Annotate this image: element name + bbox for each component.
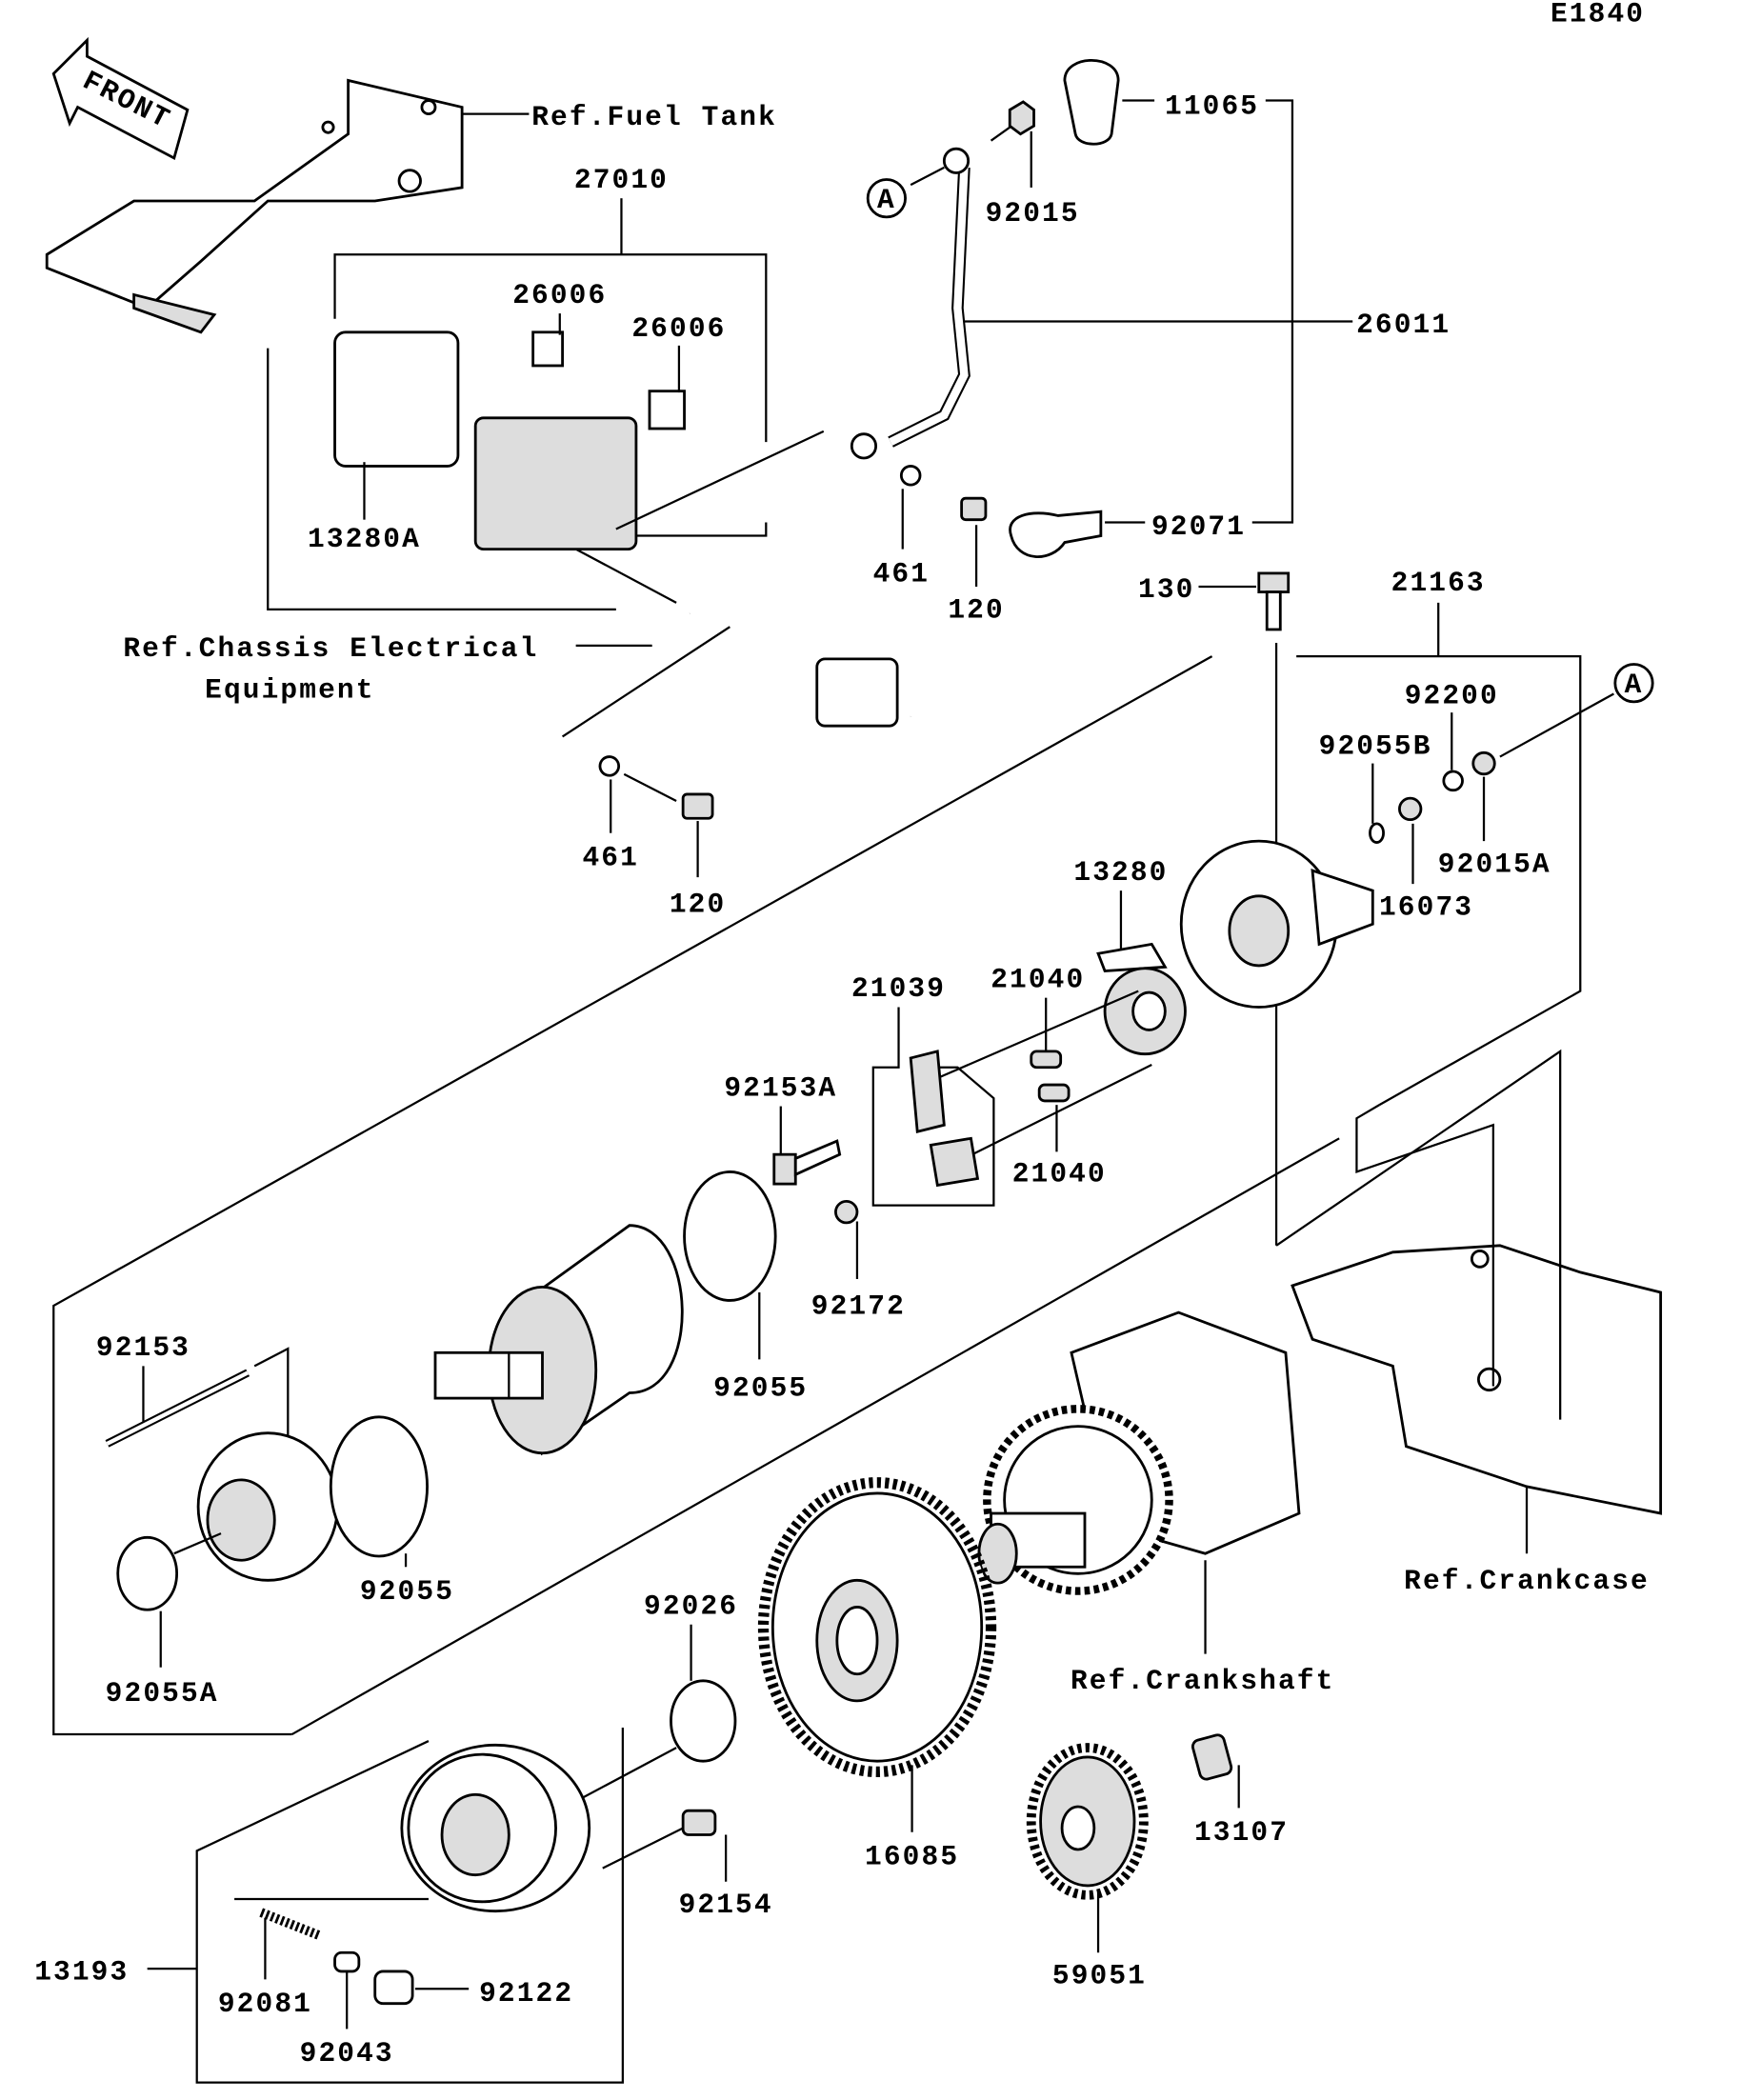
ref-chassis-equipment: Equipment <box>205 674 374 707</box>
part-21039: 21039 <box>851 972 946 1005</box>
part-13280A: 13280A <box>308 523 421 555</box>
part-92055A: 92055A <box>106 1677 219 1710</box>
part-92153: 92153 <box>96 1331 190 1364</box>
part-92122: 92122 <box>479 1977 573 2010</box>
part-11065: 11065 <box>1165 90 1259 123</box>
ref-chassis-electrical: Ref.Chassis Electrical <box>123 632 538 665</box>
fuse <box>648 390 686 430</box>
part-13280: 13280 <box>1073 856 1168 889</box>
part-21040: 21040 <box>1012 1157 1107 1190</box>
part-13193: 13193 <box>34 1955 129 1988</box>
part-16073: 16073 <box>1379 890 1473 923</box>
ref-fuel-tank: Ref.Fuel Tank <box>531 101 777 133</box>
part-26006: 26006 <box>512 279 607 311</box>
starter-relay <box>473 416 638 551</box>
o-ring <box>329 1415 429 1558</box>
part-92071: 92071 <box>1151 510 1246 543</box>
part-27010: 27010 <box>574 164 669 196</box>
part-461: 461 <box>582 841 638 873</box>
part-92081: 92081 <box>218 1988 312 2020</box>
part-21163: 21163 <box>1391 567 1486 599</box>
part-92015: 92015 <box>986 197 1080 230</box>
part-92153A: 92153A <box>724 1071 837 1104</box>
part-92026: 92026 <box>644 1590 738 1622</box>
part-92154: 92154 <box>679 1889 773 1921</box>
callout-a-label: A <box>1625 669 1644 701</box>
part-92043: 92043 <box>300 2037 394 2070</box>
part-130: 130 <box>1138 573 1194 606</box>
part-59051: 59051 <box>1052 1960 1147 1992</box>
part-120: 120 <box>670 889 726 921</box>
part-92055B: 92055B <box>1319 730 1432 763</box>
callout-a <box>1613 663 1654 704</box>
washer <box>670 1679 737 1763</box>
ref-crankshaft: Ref.Crankshaft <box>1071 1665 1335 1697</box>
crankshaft <box>977 1310 1301 1595</box>
fuel-tank-bracket <box>45 78 464 334</box>
diagram-code: E1840 <box>1551 0 1645 30</box>
part-92200: 92200 <box>1405 679 1499 711</box>
part-21040: 21040 <box>991 963 1085 995</box>
part-92055: 92055 <box>713 1371 808 1404</box>
crankcase <box>1291 1244 1663 1515</box>
callout-a-label: A <box>877 184 896 216</box>
part-26011: 26011 <box>1356 309 1451 341</box>
relay-cover <box>333 330 460 468</box>
o-ring <box>116 1535 179 1611</box>
part-92172: 92172 <box>811 1290 906 1323</box>
starter-idle-gear <box>757 1477 997 1778</box>
ref-crankcase: Ref.Crankcase <box>1404 1565 1650 1597</box>
part-26006: 26006 <box>631 312 726 345</box>
callout-a <box>866 178 907 219</box>
part-16085: 16085 <box>865 1840 959 1872</box>
part-120: 120 <box>948 593 1004 626</box>
fuse <box>531 330 564 368</box>
part-461: 461 <box>873 557 930 590</box>
o-ring <box>683 1170 777 1302</box>
part-13107: 13107 <box>1194 1816 1289 1849</box>
front-arrow-icon: FRONT <box>51 36 190 161</box>
part-92055: 92055 <box>360 1575 454 1608</box>
part-92015A: 92015A <box>1438 848 1551 880</box>
